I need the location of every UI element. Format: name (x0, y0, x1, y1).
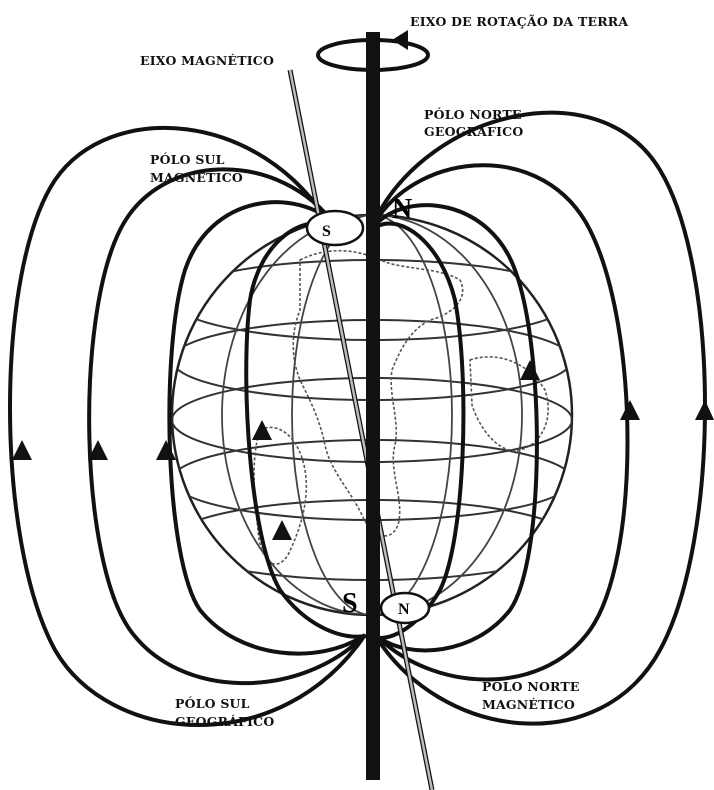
label-rotation-axis: EIXO DE ROTAÇÃO DA TERRA (410, 14, 628, 29)
pole-mark-top-geo: N (392, 194, 412, 225)
label-south-geographic-2: GEOGRÁFICO (175, 714, 274, 729)
label-south-geographic-1: PÓLO SUL (175, 695, 250, 711)
pole-mark-bottom-mag: N (398, 601, 410, 618)
label-south-magnetic-2: MAGNÉTICO (150, 170, 243, 185)
pole-mark-bottom-geo: S (342, 588, 358, 619)
label-magnetic-axis: EIXO MAGNÉTICO (140, 53, 274, 68)
label-north-geographic-1: PÓLO NORTE (424, 106, 522, 122)
label-north-geographic-2: GEOGRÁFICO (424, 124, 523, 139)
label-north-magnetic-1: PÓLO NORTE (482, 678, 580, 694)
label-south-magnetic-1: PÓLO SUL (150, 151, 225, 167)
pole-mark-top-mag: S (322, 223, 331, 240)
label-north-magnetic-2: MAGNÉTICO (482, 697, 575, 712)
arrow-up-icon (695, 400, 714, 420)
rotation-axis (366, 32, 380, 780)
arrow-up-icon (12, 440, 32, 460)
magnetic-pole-cap-top (307, 211, 363, 245)
arrow-up-icon (620, 400, 640, 420)
